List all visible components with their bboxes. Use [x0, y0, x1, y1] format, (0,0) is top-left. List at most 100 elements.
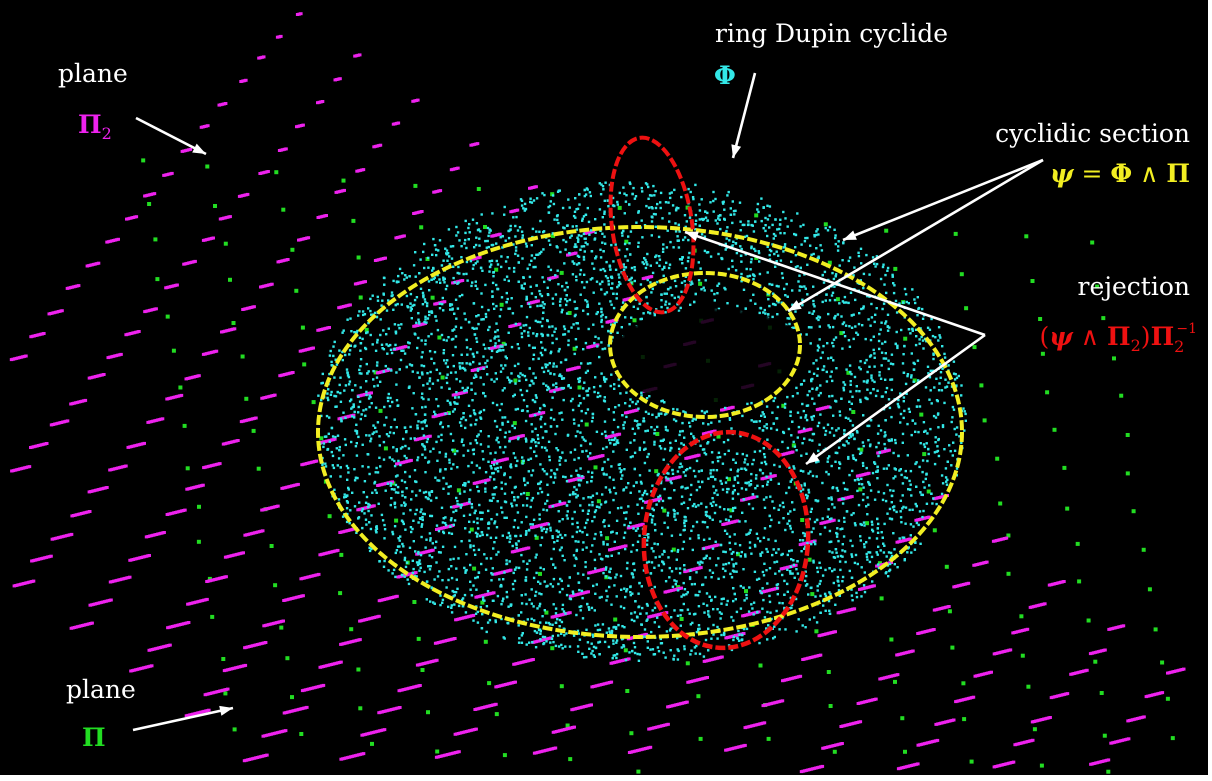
cyclide-point — [694, 652, 697, 655]
cyclide-point — [512, 270, 516, 273]
cyclide-point — [339, 475, 342, 478]
cyclide-point — [428, 387, 431, 390]
cyclide-point — [888, 562, 892, 566]
cyclide-point — [745, 488, 748, 491]
cyclide-point — [518, 637, 521, 640]
cyclide-point — [571, 408, 575, 412]
cyclide-point — [712, 623, 715, 627]
cyclide-point — [711, 497, 714, 500]
plane-pi2-point — [390, 480, 394, 484]
plane-pi2-point — [794, 563, 798, 567]
cyclide-point — [770, 427, 773, 430]
cyclide-point — [534, 646, 538, 649]
cyclide-point — [901, 482, 905, 485]
cyclide-point — [452, 265, 455, 268]
cyclide-point — [562, 610, 566, 613]
cyclide-point — [350, 398, 353, 401]
plane-pi-point — [378, 408, 383, 413]
cyclide-point — [679, 430, 682, 433]
cyclide-point — [927, 452, 930, 456]
cyclide-point — [633, 439, 636, 442]
plane-pi-point — [244, 396, 249, 401]
cyclide-point — [877, 339, 881, 343]
cyclide-point — [589, 452, 592, 455]
cyclide-point — [763, 453, 766, 456]
cyclide-point — [865, 253, 868, 257]
cyclide-point — [489, 464, 492, 468]
cyclide-point — [625, 248, 629, 251]
cyclide-point — [410, 498, 413, 501]
plane-pi-point — [544, 610, 549, 615]
plane-pi2-point — [65, 419, 70, 423]
cyclide-point — [476, 287, 479, 290]
plane-pi-point — [832, 749, 837, 754]
cyclide-point — [856, 562, 859, 566]
plane-pi2-point — [541, 411, 546, 415]
plane-pi2-point — [589, 703, 593, 707]
cyclide-point — [702, 602, 705, 605]
cyclide-point — [525, 378, 528, 382]
cyclide-point — [538, 605, 541, 608]
cyclide-point — [571, 397, 574, 401]
cyclide-point — [598, 553, 601, 556]
cyclide-point — [795, 449, 798, 452]
cyclide-point — [600, 318, 603, 322]
cyclide-point — [612, 260, 615, 263]
cyclide-point — [658, 258, 662, 261]
cyclide-point — [659, 481, 663, 485]
cyclide-point — [355, 432, 359, 435]
cyclide-point — [367, 465, 370, 469]
plane-pi2-point — [276, 504, 280, 508]
cyclide-point — [826, 460, 829, 463]
cyclide-point — [815, 317, 819, 320]
cyclide-point — [717, 214, 720, 218]
cyclide-point — [909, 534, 912, 537]
cyclide-point — [652, 508, 655, 512]
cyclide-point — [393, 459, 396, 463]
cyclide-point — [487, 347, 490, 350]
cyclide-point — [731, 265, 734, 268]
cyclide-point — [590, 606, 594, 610]
cyclide-point — [331, 464, 334, 467]
cyclide-point — [901, 362, 905, 365]
plane-pi-point — [893, 679, 897, 684]
plane-pi2-point — [705, 676, 709, 679]
cyclide-point — [748, 586, 751, 589]
cyclide-point — [733, 478, 737, 481]
cyclide-point — [564, 298, 567, 301]
plane-pi2-point — [678, 475, 682, 479]
cyclide-point — [690, 649, 693, 652]
cyclide-point — [687, 256, 690, 259]
cyclide-point — [347, 383, 351, 386]
cyclide-point — [866, 370, 869, 374]
cyclide-point — [594, 567, 597, 570]
cyclide-point — [716, 222, 719, 225]
cyclide-point — [511, 491, 514, 494]
cyclide-point — [574, 197, 577, 200]
plane-pi-point — [900, 716, 905, 721]
cyclide-point — [344, 443, 347, 447]
plane-pi2-point — [850, 495, 854, 499]
cyclide-point — [496, 263, 500, 266]
plane-pi-point — [420, 668, 425, 672]
cyclide-point — [888, 517, 892, 520]
cyclide-point — [890, 501, 893, 504]
cyclide-point — [599, 503, 603, 506]
cyclide-point — [862, 486, 865, 489]
cyclide-point — [648, 395, 651, 398]
cyclide-point — [770, 617, 773, 621]
plane-pi-point — [551, 233, 555, 238]
cyclide-point — [668, 192, 672, 195]
plane-pi2-point — [644, 632, 648, 636]
cyclide-point — [922, 347, 925, 350]
plane-pi2-point — [241, 551, 245, 555]
cyclide-point — [516, 229, 520, 232]
cyclide-point — [487, 527, 490, 530]
cyclide-point — [619, 470, 622, 474]
cyclide-point — [694, 418, 697, 421]
cyclide-point — [552, 640, 555, 644]
cyclide-point — [661, 217, 664, 220]
cyclide-point — [732, 240, 735, 243]
cyclide-point — [727, 267, 730, 271]
cyclide-point — [722, 441, 726, 444]
